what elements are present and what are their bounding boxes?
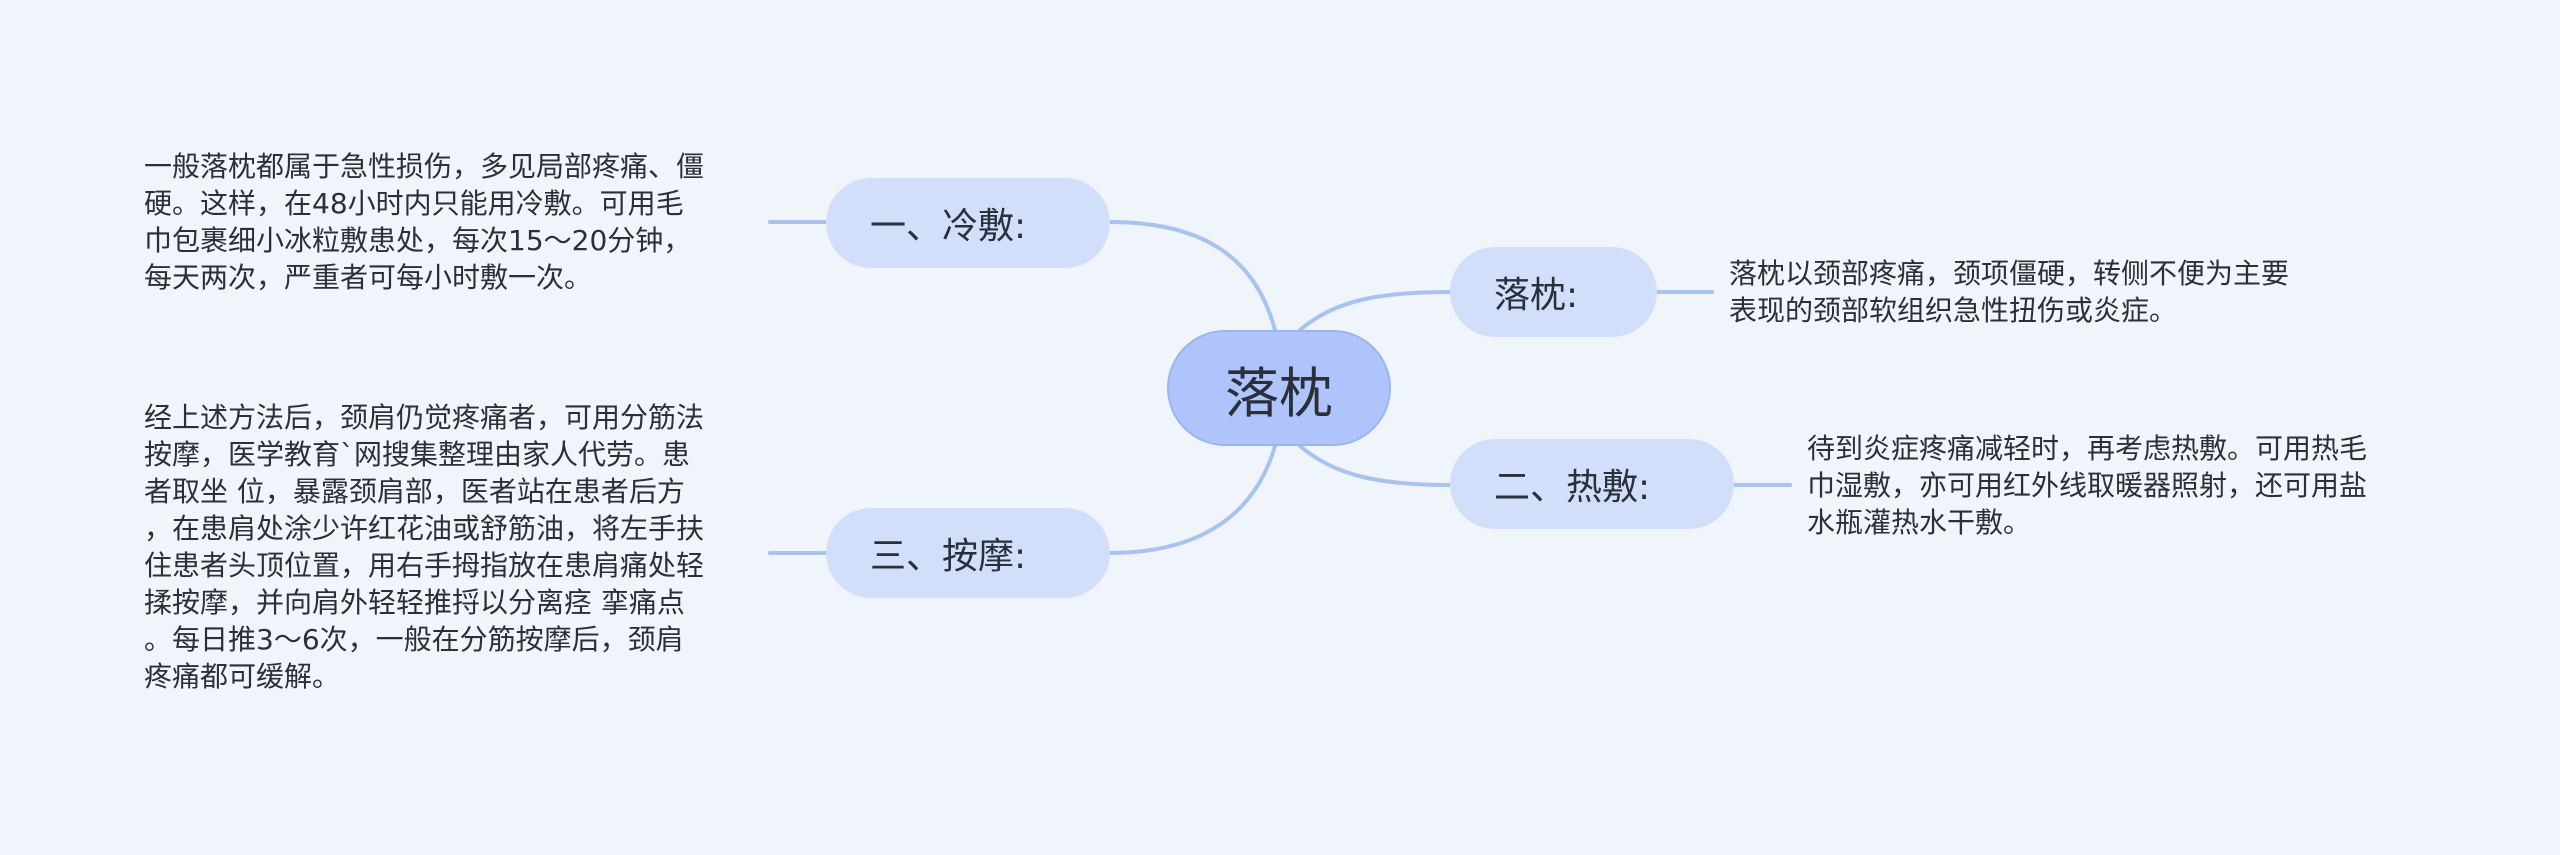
branch-massage[interactable]: 三、按摩: (826, 508, 1110, 598)
branch-cold-label: 一、冷敷: (870, 206, 1027, 247)
leaf-cold-text: 一般落枕都属于急性损伤，多见局部疼痛、僵 硬。这样，在48小时内只能用冷敷。可用… (144, 150, 705, 294)
branch-cold-compress[interactable]: 一、冷敷: (826, 178, 1110, 268)
leaf-hot-text: 待到炎症疼痛减轻时，再考虑热敷。可用热毛 巾湿敷，亦可用红外线取暖器照射，还可用… (1807, 432, 2368, 539)
branch-massage-label: 三、按摩: (870, 536, 1027, 577)
branch-definition-label: 落枕: (1494, 275, 1579, 316)
branch-hot-compress[interactable]: 二、热敷: (1450, 439, 1734, 529)
root-label: 落枕 (1225, 361, 1333, 425)
root-node[interactable]: 落枕 (1167, 330, 1391, 446)
leaf-definition-text: 落枕以颈部疼痛，颈项僵硬，转侧不便为主要 表现的颈部软组织急性扭伤或炎症。 (1729, 257, 2290, 327)
connector-root-cold (1108, 220, 1277, 332)
connector-root-definition (1298, 290, 1452, 332)
branch-definition[interactable]: 落枕: (1450, 247, 1657, 337)
connector-root-massage (1108, 444, 1277, 555)
leaf-massage-text: 经上述方法后，颈肩仍觉疼痛者，可用分筋法 按摩，医学教育`网搜集整理由家人代劳。… (144, 401, 705, 693)
connector-root-hot (1298, 444, 1452, 487)
branch-hot-label: 二、热敷: (1494, 467, 1651, 508)
